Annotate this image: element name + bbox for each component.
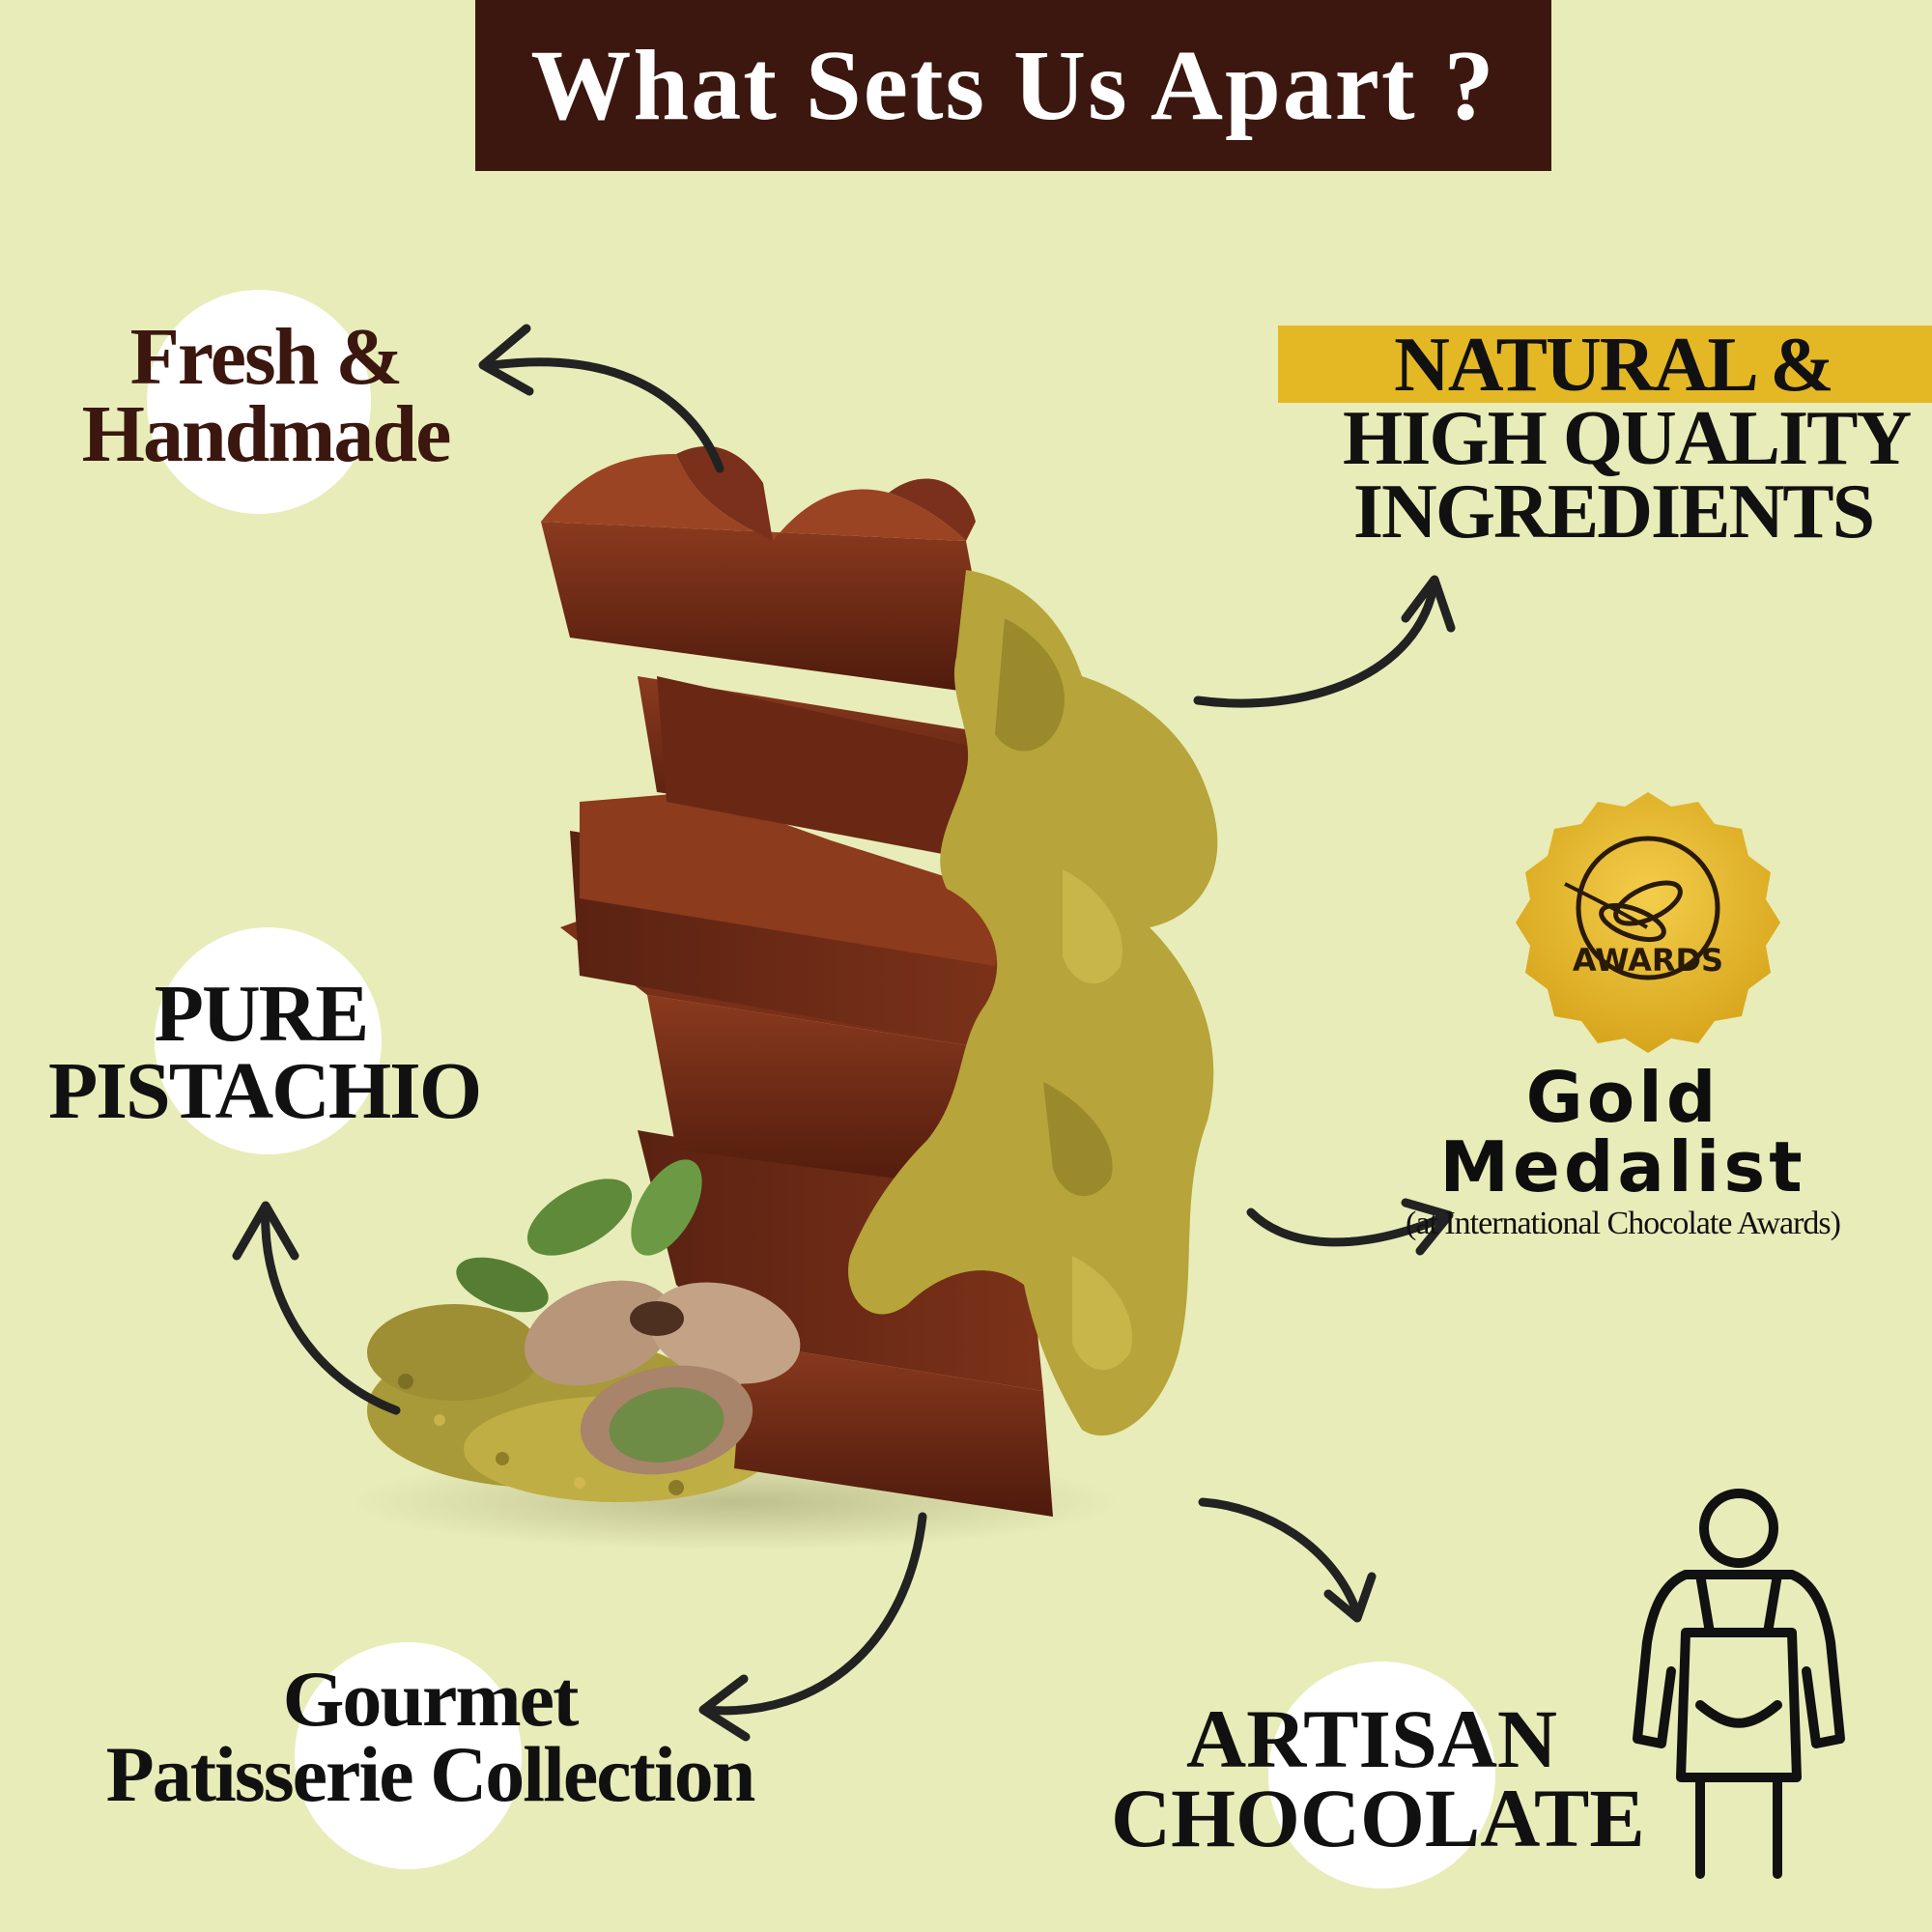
natural-highlight-bar	[1278, 326, 1932, 403]
gourmet-line1: Gourmet	[282, 1655, 580, 1743]
arrow-icon	[232, 324, 1456, 1742]
chef-apron-icon	[1633, 1489, 1845, 1879]
award-badge-text: AWARDS	[1551, 942, 1745, 979]
pistachio-line2: PISTACHIO	[48, 1045, 482, 1136]
feature-artisan-chocolate: ARTISAN CHOCOLATE	[1111, 1692, 1645, 1864]
fresh-circle	[147, 290, 371, 514]
natural-line1: NATURAL &	[1394, 323, 1834, 408]
artisan-line1: ARTISAN	[1185, 1692, 1558, 1785]
header-banner: What Sets Us Apart ?	[475, 0, 1551, 171]
natural-line3: INGREDIENTS	[1352, 469, 1875, 554]
fresh-line1: Fresh &	[129, 312, 404, 402]
pistachio-circle	[155, 927, 382, 1154]
award-badge-label: AWARDS	[1572, 942, 1724, 979]
feature-pure-pistachio: PURE PISTACHIO	[48, 969, 482, 1136]
gold-note: (at International Chocolate Awards)	[1406, 1206, 1841, 1241]
pistachio-nuts	[456, 1159, 801, 1475]
page-title: What Sets Us Apart ?	[530, 30, 1496, 141]
gourmet-circle	[295, 1642, 522, 1869]
artisan-circle	[1268, 1662, 1495, 1889]
feature-gourmet-patisserie: Gourmet Patisserie Collection	[58, 1655, 802, 1818]
fresh-line2: Handmade	[81, 388, 452, 479]
pistachio-line1: PURE	[154, 969, 370, 1059]
feature-natural-ingredients: NATURAL & HIGH QUALITY INGREDIENTS	[1343, 323, 1912, 554]
feature-fresh-handmade: Fresh & Handmade	[39, 312, 493, 479]
chocolate-stack	[541, 445, 1218, 1517]
natural-line2: HIGH QUALITY	[1343, 396, 1912, 481]
feature-gold-medalist: Gold Medalist (at International Chocolat…	[1333, 1063, 1913, 1242]
gold-title: Gold Medalist	[1439, 1057, 1806, 1208]
award-seal-icon	[1516, 792, 1780, 1053]
gourmet-line2: Patisserie Collection	[105, 1729, 756, 1818]
artisan-line2: CHOCOLATE	[1111, 1771, 1645, 1864]
